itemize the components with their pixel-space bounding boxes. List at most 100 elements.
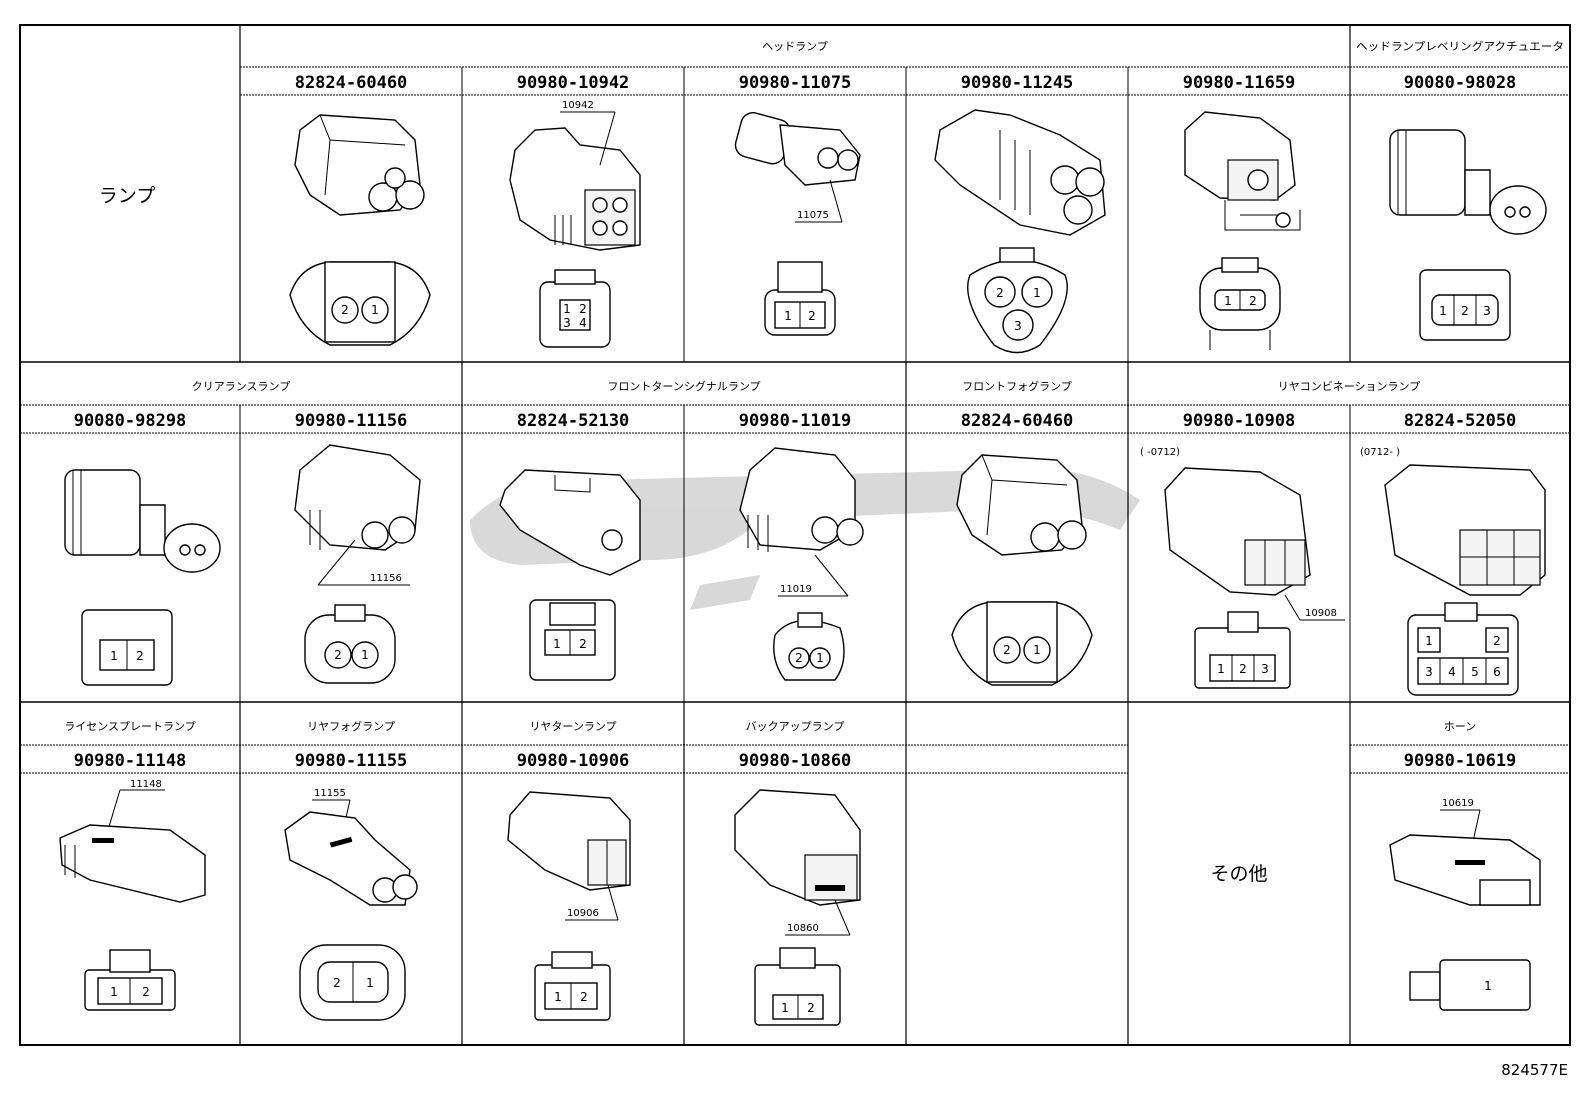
group-license: ライセンスプレートランプ: [64, 720, 195, 733]
row-label-other: その他: [1210, 863, 1267, 885]
connector-illustration: [1384, 464, 1546, 596]
connector-illustration: [734, 112, 861, 223]
connector-illustration: [499, 469, 641, 576]
pin-number: 1: [1217, 662, 1225, 676]
group-rear-combo: リヤコンビネーションランプ: [1278, 380, 1420, 393]
pin-number: 2: [333, 976, 341, 990]
date-range-note: ( -0712): [1140, 447, 1180, 458]
pin-number: 3: [1483, 304, 1491, 318]
connector-illustration: [284, 799, 418, 906]
part-callout: 11019: [780, 584, 812, 595]
pin-number: 2: [795, 651, 803, 665]
connector-face-view: 2 1: [299, 944, 406, 1021]
part-callout: 10908: [1305, 608, 1337, 619]
pin-number: 2: [1239, 662, 1247, 676]
document-id: 824577E: [1501, 1061, 1568, 1079]
part-callout: 11156: [370, 573, 402, 584]
pin-number: 6: [1493, 665, 1501, 679]
pin-number: 1: [1439, 304, 1447, 318]
pin-number: 1: [563, 302, 571, 316]
connector-face-view: 1 2 3: [1194, 611, 1291, 689]
pin-number: 1: [553, 637, 561, 651]
connector-face-view: 1 2: [764, 261, 836, 336]
pin-number: 1: [371, 303, 379, 317]
part-number: 90980-11245: [961, 73, 1074, 93]
part-number: 90980-11075: [739, 73, 852, 93]
part-number: 90980-11156: [295, 411, 408, 431]
pin-number: 2: [1249, 294, 1257, 308]
pin-number: 1: [781, 1001, 789, 1015]
pin-number: 2: [808, 309, 816, 323]
pin-number: 3: [1425, 665, 1433, 679]
connector-face-view: 1 2: [81, 609, 173, 686]
part-callout: 11148: [130, 779, 162, 790]
part-callout: 11075: [797, 210, 829, 221]
part-callout: 10619: [1442, 798, 1474, 809]
pin-number: 2: [579, 637, 587, 651]
pin-number: 2: [996, 286, 1004, 300]
pin-number: 3: [1014, 319, 1022, 333]
part-number: 90980-11148: [74, 751, 187, 771]
group-leveling: ヘッドランプレベリングアクチュエータ: [1356, 39, 1564, 53]
pin-number: 2: [1003, 643, 1011, 657]
pin-number: 3: [1261, 662, 1269, 676]
pin-number: 1: [1033, 286, 1041, 300]
pin-number: 1: [1425, 634, 1433, 648]
connector-illustration: [294, 114, 425, 216]
connector-illustration: [1389, 129, 1547, 235]
connector-illustration: [1164, 467, 1345, 621]
connector-face-view: 2 1: [773, 612, 845, 681]
group-backup: バックアップランプ: [746, 720, 845, 733]
connector-face-view: 1 2: [529, 599, 616, 681]
connector-face-view: 1 2 3 4 5 6: [1407, 602, 1519, 696]
connector-face-view: 1: [1409, 959, 1531, 1011]
pin-number: 1: [784, 309, 792, 323]
group-front-turn: フロントターンシグナルランプ: [607, 379, 760, 393]
pin-number: 1: [366, 976, 374, 990]
pin-number: 2: [1461, 304, 1469, 318]
part-number: 90980-10906: [517, 751, 630, 771]
pin-number: 1: [554, 990, 562, 1004]
group-rear-turn: リヤターンランプ: [529, 720, 616, 733]
part-callout: 10942: [562, 100, 594, 111]
part-number: 82824-52050: [1404, 411, 1517, 431]
connector-illustration: [64, 469, 221, 573]
part-number: 90080-98028: [1404, 73, 1517, 93]
pin-number: 1: [1484, 979, 1492, 993]
pin-number: 1: [1033, 643, 1041, 657]
connector-face-view: 1 2: [1199, 257, 1281, 350]
connector-illustration: [509, 111, 641, 251]
pin-number: 2: [334, 648, 342, 662]
part-number: 90980-10860: [739, 751, 852, 771]
part-number: 90980-10619: [1404, 751, 1517, 771]
part-callout: 10860: [787, 923, 819, 934]
group-clearance: クリアランスランプ: [192, 380, 290, 393]
group-headlamp: ヘッドランプ: [762, 40, 828, 53]
connector-illustration: [59, 789, 206, 903]
connector-illustration: [1389, 809, 1541, 906]
row-label-lamp: ランプ: [99, 185, 155, 207]
part-number: 90080-98298: [74, 411, 187, 431]
pin-number: 1: [110, 649, 118, 663]
connector-illustration: [1184, 111, 1301, 231]
connector-face-view: 1 2: [84, 949, 176, 1011]
connector-face-view: 2 1 3: [967, 247, 1068, 354]
pin-number: 5: [1471, 665, 1479, 679]
group-rear-fog: リヤフォグランプ: [307, 719, 395, 733]
connector-illustration: [294, 444, 421, 586]
connector-face-view: 1 2 3: [1419, 269, 1511, 341]
pin-number: 1: [110, 985, 118, 999]
connector-face-view: 1 2 3 4: [539, 269, 611, 348]
part-callout: 11155: [314, 788, 346, 799]
connector-illustration: [739, 447, 864, 597]
part-callout: 10906: [567, 908, 599, 919]
group-front-fog: フロントフォグランプ: [962, 379, 1072, 393]
connector-illustration: [956, 454, 1087, 556]
group-horn: ホーン: [1444, 720, 1476, 733]
pin-number: 2: [579, 302, 587, 316]
part-number: 90980-10908: [1183, 411, 1296, 431]
part-number: 90980-10942: [517, 73, 630, 93]
part-number: 90980-11019: [739, 411, 852, 431]
